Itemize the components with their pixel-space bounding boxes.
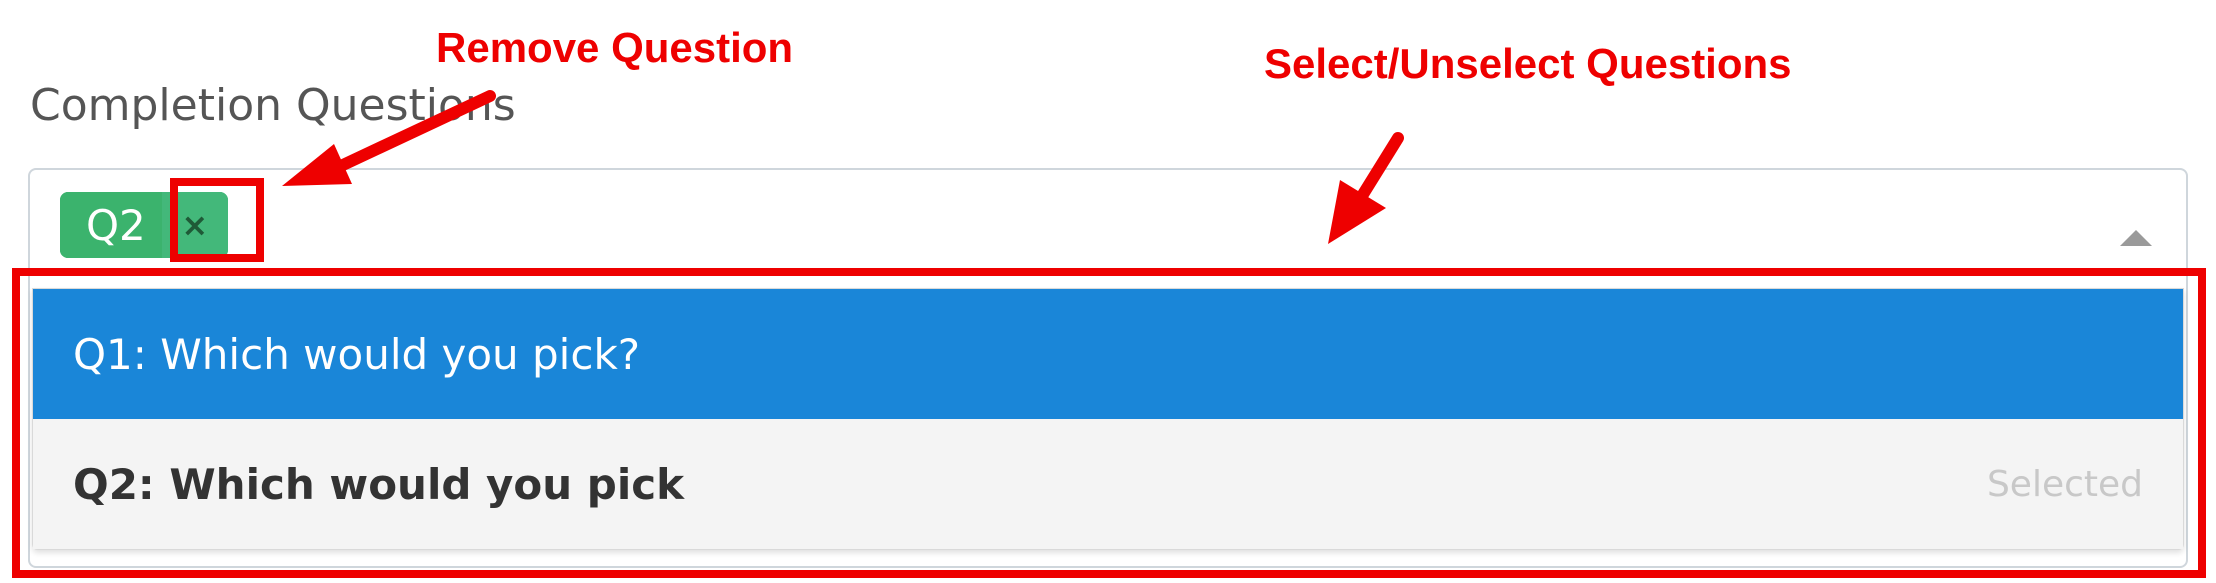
option-label: Q2: Which would you pick (73, 459, 685, 509)
tag-q2: Q2 × (60, 192, 228, 258)
dropdown-menu: Q1: Which would you pick? Q2: Which woul… (32, 288, 2184, 550)
caret-up-icon[interactable] (2120, 230, 2152, 246)
option-label: Q1: Which would you pick? (73, 329, 641, 379)
option-q1[interactable]: Q1: Which would you pick? (33, 289, 2183, 419)
remove-question-annotation: Remove Question (436, 24, 794, 71)
close-icon: × (181, 206, 209, 244)
tag-label: Q2 (60, 192, 162, 258)
remove-tag-button[interactable]: × (161, 192, 228, 258)
field-label: Completion Questions (30, 80, 516, 131)
option-q2[interactable]: Q2: Which would you pick Selected (33, 419, 2183, 549)
select-unselect-annotation: Select/Unselect Questions (1264, 40, 1792, 87)
selected-badge: Selected (1986, 463, 2143, 505)
